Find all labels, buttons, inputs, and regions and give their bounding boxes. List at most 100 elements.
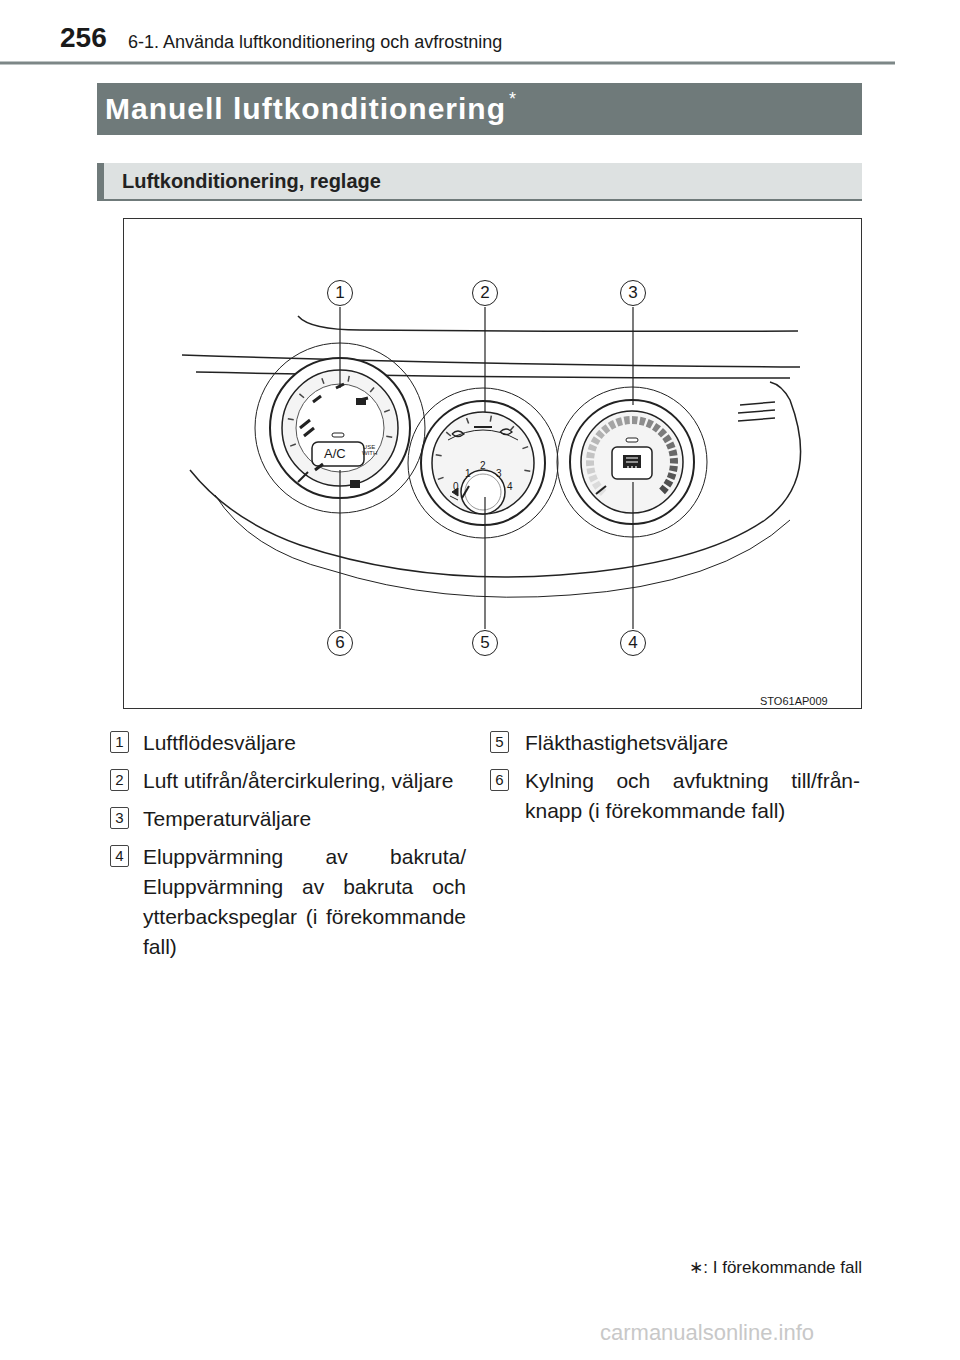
- temperature-scale: [662, 434, 672, 443]
- dial-tick: [438, 477, 444, 479]
- temperature-knob: [570, 400, 694, 524]
- button-text: USE WITH: [362, 444, 376, 456]
- heading-text: Manuell luftkonditionering: [105, 92, 506, 126]
- temperature-scale: [659, 485, 669, 494]
- airflow-selector-knob: [356, 398, 366, 405]
- temperature-knob: [626, 458, 638, 470]
- temperature-scale: [591, 436, 601, 445]
- temperature-scale: [652, 423, 661, 433]
- dial-tick: [386, 436, 392, 437]
- temperature-scale: [667, 472, 676, 480]
- figure-code: STO61AP009: [760, 695, 828, 707]
- airflow-selector-knob: [296, 384, 384, 472]
- leader-line: [339, 470, 340, 629]
- fan-knob: [448, 430, 518, 440]
- temperature-scale: [639, 417, 646, 426]
- dial-tick: [370, 387, 374, 392]
- list-text: Eluppvärmning av bakruta/ Eluppvärmning …: [143, 842, 466, 962]
- callout-number: 6: [327, 630, 353, 656]
- dial-tick: [348, 376, 349, 382]
- dial-tick: [446, 432, 451, 436]
- dial-tick: [510, 426, 514, 431]
- temperature-knob: [570, 400, 694, 524]
- dial-tick: [436, 455, 442, 456]
- dial-number: 0: [453, 481, 459, 492]
- dial-tick: [299, 394, 304, 398]
- dial-tick: [384, 410, 390, 412]
- airflow-selector-knob: [332, 433, 344, 437]
- knob-recess: [557, 387, 707, 537]
- footnote: ∗: I förekommande fall: [689, 1257, 862, 1278]
- dial-tick: [522, 447, 528, 449]
- temperature-knob: [586, 416, 678, 496]
- figure-frame: [124, 219, 862, 709]
- fan-knob: [421, 401, 545, 525]
- leader-line: [484, 307, 485, 412]
- temperature-scale: [586, 460, 594, 466]
- dial-ticks: [288, 376, 530, 480]
- dashboard-panel: [182, 316, 801, 597]
- temperature-knob: [596, 486, 606, 494]
- list-text: Fläkthastighetsväljare: [525, 728, 860, 758]
- temperature-scale: [586, 468, 595, 475]
- list-text: Kylning och avfuktning till/från-knapp (…: [525, 766, 860, 826]
- button-text: A/C: [324, 446, 346, 461]
- dial-tick: [490, 416, 491, 422]
- list-number: 1: [110, 731, 129, 753]
- dial-number: 2: [480, 460, 486, 471]
- leader-lines: [340, 307, 633, 629]
- leader-line: [632, 307, 633, 405]
- temperature-knob: [612, 447, 652, 479]
- temperature-knob: [581, 411, 683, 513]
- list-number: 5: [490, 731, 509, 753]
- temperature-scale: [658, 428, 668, 437]
- temperature-scale: [664, 479, 674, 488]
- temperature-scale: [586, 452, 595, 459]
- callout-number: 2: [472, 280, 498, 306]
- callout-number: 4: [620, 630, 646, 656]
- temperature-scale: [624, 416, 630, 425]
- fan-knob: [432, 412, 534, 514]
- list-text: Temperaturväljare: [143, 804, 466, 834]
- title-bar: Manuell luftkonditionering*: [97, 83, 862, 135]
- temperature-knob: [626, 438, 638, 442]
- heading-text: Luftkonditionering, reglage: [122, 170, 381, 193]
- temperature-scale: [632, 416, 638, 424]
- temperature-scale: [608, 420, 617, 430]
- dial-tick: [467, 418, 469, 424]
- vent-slot: [738, 402, 775, 421]
- temperature-scale: [666, 441, 675, 449]
- callout-number: 3: [620, 280, 646, 306]
- temperature-scale: [615, 417, 623, 426]
- list-text: Luftflödesväljare: [143, 728, 466, 758]
- list-number: 6: [490, 769, 509, 791]
- airflow-selector-knob: [350, 480, 360, 488]
- fan-knob: [474, 426, 492, 428]
- dash-edge: [196, 372, 790, 378]
- dial-number: 1: [465, 468, 471, 479]
- running-header: 6-1. Använda luftkonditionering och avfr…: [128, 32, 502, 53]
- footnote-mark: *: [509, 89, 517, 110]
- section-bar: Luftkonditionering, reglage: [97, 163, 862, 201]
- leader-line: [632, 482, 633, 629]
- temperature-scale: [597, 486, 607, 495]
- dial-tick: [524, 470, 530, 471]
- dial-tick: [288, 419, 294, 420]
- temperature-scale: [592, 481, 602, 490]
- fan-knob: [421, 401, 545, 525]
- dial-tick: [290, 444, 296, 446]
- temperature-scale: [595, 430, 605, 439]
- temperature-scale: [646, 419, 654, 429]
- temperature-scale: [588, 444, 597, 452]
- callout-number: 5: [472, 630, 498, 656]
- list-number: 3: [110, 807, 129, 829]
- temperature-scale: [601, 424, 610, 434]
- page-number: 256: [60, 22, 107, 54]
- callout-number: 1: [327, 280, 353, 306]
- dial-tick: [322, 378, 324, 384]
- airflow-selector-knob: [312, 442, 364, 466]
- list-text: Luft utifrån/återcirkulering, väljare: [143, 766, 466, 796]
- temperature-scale: [669, 465, 678, 472]
